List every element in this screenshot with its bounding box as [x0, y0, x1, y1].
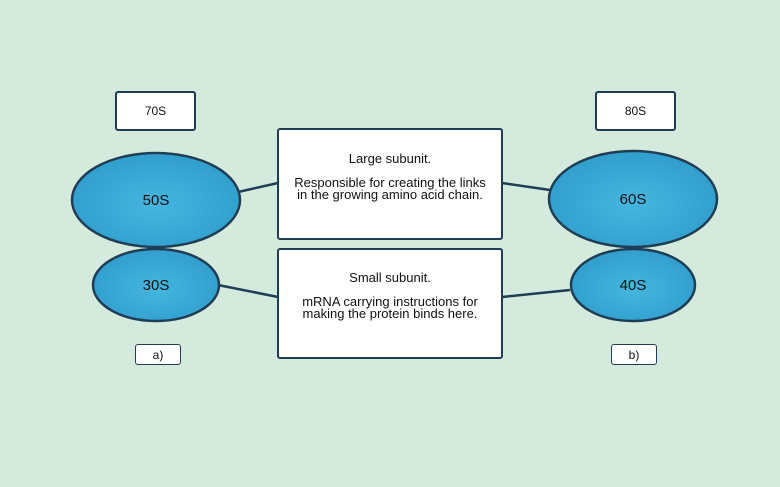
small-subunit-text: mRNA carrying instructions for making th…: [302, 294, 478, 321]
label-40s: 40S: [620, 277, 647, 294]
large-subunit-ellipse-right: [547, 149, 719, 249]
small-subunit-description: Small subunit. mRNA carrying instruction…: [277, 248, 503, 359]
large-subunit-ellipse-left: [70, 151, 242, 249]
caption-a: a): [135, 344, 181, 365]
large-subunit-description: Large subunit. Responsible for creating …: [277, 128, 503, 240]
label-70s: 70S: [115, 91, 196, 131]
caption-b: b): [611, 344, 657, 365]
large-subunit-text: Responsible for creating the links in th…: [294, 175, 486, 202]
connector-60s: [501, 181, 551, 192]
large-subunit-title: Large subunit.: [348, 151, 432, 166]
small-subunit-ellipse-left: [91, 247, 221, 323]
small-subunit-title: Small subunit.: [349, 270, 431, 285]
connector-40s: [501, 288, 571, 299]
label-30s: 30S: [143, 277, 170, 294]
label-80s: 80S: [595, 91, 676, 131]
label-60s: 60S: [620, 191, 647, 208]
small-subunit-ellipse-right: [569, 247, 697, 323]
connector-50s: [237, 181, 279, 194]
label-50s: 50S: [143, 192, 170, 209]
connector-30s: [217, 283, 279, 299]
